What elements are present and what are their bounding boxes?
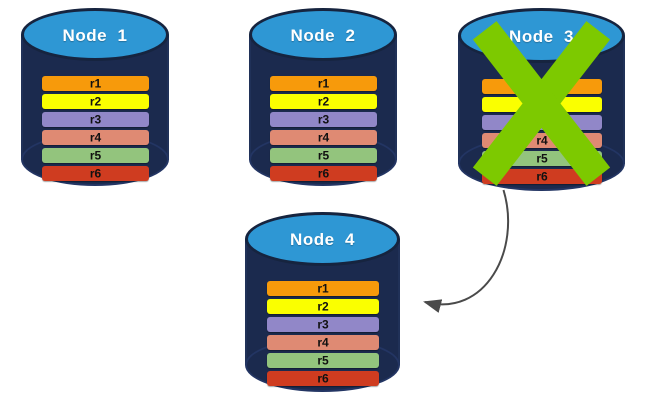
data-row-label: r4 [317, 130, 330, 144]
data-row-label: r2 [317, 299, 329, 313]
data-row-r4[interactable]: r4 [42, 130, 149, 145]
data-row-r3[interactable]: r3 [42, 112, 149, 127]
data-row-label: r4 [317, 335, 329, 349]
data-row-r3[interactable]: r3 [482, 115, 602, 130]
node-label: Node 3 [509, 26, 574, 46]
data-row-label: r5 [536, 151, 548, 165]
data-row-label: r2 [317, 94, 330, 108]
data-row-r2[interactable]: r2 [42, 94, 149, 109]
data-row-r5[interactable]: r5 [42, 148, 149, 163]
data-row-r4[interactable]: r4 [270, 130, 377, 145]
data-row-r2[interactable]: r2 [270, 94, 377, 109]
cylinder-top: Node 1 [21, 8, 169, 61]
data-row-r1[interactable]: r1 [482, 79, 602, 94]
data-row-label: r2 [536, 97, 548, 111]
data-row-r2[interactable]: r2 [267, 299, 379, 314]
node-cylinder-4[interactable]: Node 4 r1 r2 r3 r4 r5 r6 [245, 212, 400, 392]
cylinder-top: Node 4 [245, 212, 400, 266]
data-row-r4[interactable]: r4 [482, 133, 602, 148]
data-row-r1[interactable]: r1 [42, 76, 149, 91]
data-row-label: r4 [89, 130, 102, 144]
data-row-label: r1 [317, 76, 330, 90]
data-row-label: r6 [536, 169, 548, 183]
data-row-label: r5 [317, 148, 330, 162]
data-row-label: r4 [536, 133, 548, 147]
cylinder-top: Node 3 [458, 8, 625, 63]
data-row-label: r6 [317, 166, 330, 180]
data-row-label: r3 [536, 115, 548, 129]
data-row-r6[interactable]: r6 [270, 166, 377, 181]
data-row-r1[interactable]: r1 [267, 281, 379, 296]
node-cylinder-1[interactable]: Node 1 r1 r2 r3 r4 r5 r6 [21, 8, 169, 186]
node-label: Node 2 [290, 25, 356, 45]
data-row-label: r2 [89, 94, 102, 108]
data-row-r1[interactable]: r1 [270, 76, 377, 91]
data-row-label: r3 [89, 112, 102, 126]
data-row-label: r3 [317, 317, 329, 331]
data-row-r5[interactable]: r5 [267, 353, 379, 368]
data-row-label: r1 [317, 281, 329, 295]
data-row-label: r6 [317, 371, 329, 385]
data-row-label: r1 [89, 76, 102, 90]
data-row-r3[interactable]: r3 [267, 317, 379, 332]
data-row-r2[interactable]: r2 [482, 97, 602, 112]
data-row-r3[interactable]: r3 [270, 112, 377, 127]
data-row-r4[interactable]: r4 [267, 335, 379, 350]
cylinder-top: Node 2 [249, 8, 397, 61]
data-row-label: r3 [317, 112, 330, 126]
node-cylinder-3[interactable]: Node 3 r1 r2 r3 r4 r5 r6 [458, 8, 625, 191]
data-row-r6[interactable]: r6 [42, 166, 149, 181]
node-label: Node 1 [62, 25, 128, 45]
node-label: Node 4 [290, 230, 355, 249]
data-row-label: r6 [89, 166, 102, 180]
data-row-label: r5 [89, 148, 102, 162]
node-cylinder-2[interactable]: Node 2 r1 r2 r3 r4 r5 r6 [249, 8, 397, 186]
data-row-r5[interactable]: r5 [482, 151, 602, 166]
data-row-r5[interactable]: r5 [270, 148, 377, 163]
data-row-label: r5 [317, 353, 329, 367]
data-row-r6[interactable]: r6 [267, 371, 379, 386]
data-row-label: r1 [536, 79, 548, 93]
data-row-r6[interactable]: r6 [482, 169, 602, 184]
